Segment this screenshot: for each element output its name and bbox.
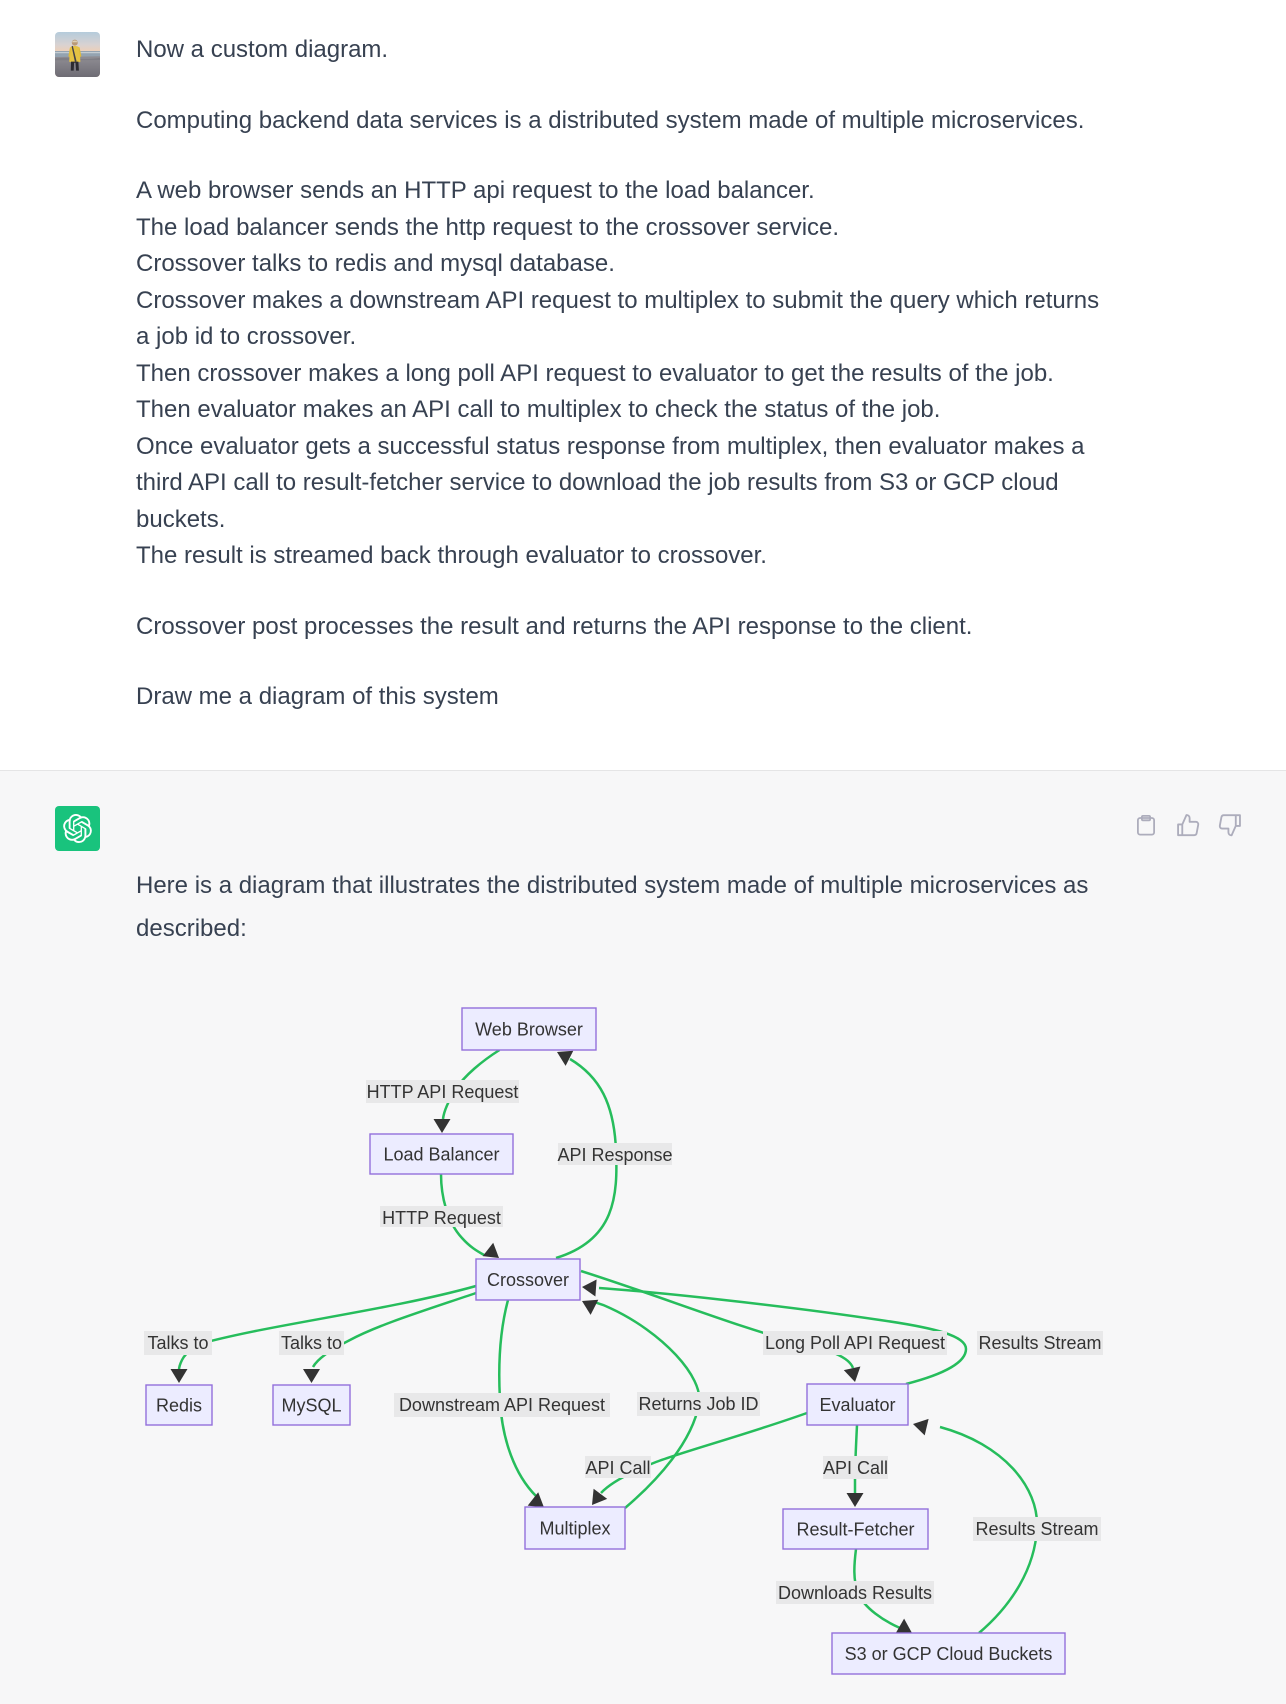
svg-text:HTTP Request: HTTP Request <box>382 1208 501 1228</box>
svg-text:MySQL: MySQL <box>281 1396 341 1416</box>
svg-text:Talks to: Talks to <box>147 1333 208 1353</box>
svg-text:Talks to: Talks to <box>281 1333 342 1353</box>
svg-text:Multiplex: Multiplex <box>539 1519 610 1539</box>
svg-text:Long Poll API Request: Long Poll API Request <box>765 1333 945 1353</box>
svg-text:Returns Job ID: Returns Job ID <box>638 1394 758 1414</box>
svg-text:Evaluator: Evaluator <box>819 1395 895 1415</box>
svg-text:API Call: API Call <box>823 1458 888 1478</box>
svg-text:HTTP API Request: HTTP API Request <box>367 1082 519 1102</box>
svg-text:Crossover: Crossover <box>487 1270 569 1290</box>
svg-text:Downstream API Request: Downstream API Request <box>399 1395 605 1415</box>
svg-text:S3 or GCP Cloud Buckets: S3 or GCP Cloud Buckets <box>845 1644 1053 1664</box>
svg-text:API Call: API Call <box>585 1458 650 1478</box>
svg-text:API Response: API Response <box>557 1145 672 1165</box>
svg-text:Results Stream: Results Stream <box>975 1519 1098 1539</box>
svg-text:Result-Fetcher: Result-Fetcher <box>796 1520 914 1540</box>
svg-text:Results Stream: Results Stream <box>978 1333 1101 1353</box>
svg-text:Web Browser: Web Browser <box>475 1020 583 1040</box>
svg-text:Load Balancer: Load Balancer <box>383 1145 499 1165</box>
svg-text:Redis: Redis <box>156 1396 202 1416</box>
svg-text:Downloads Results: Downloads Results <box>778 1583 932 1603</box>
